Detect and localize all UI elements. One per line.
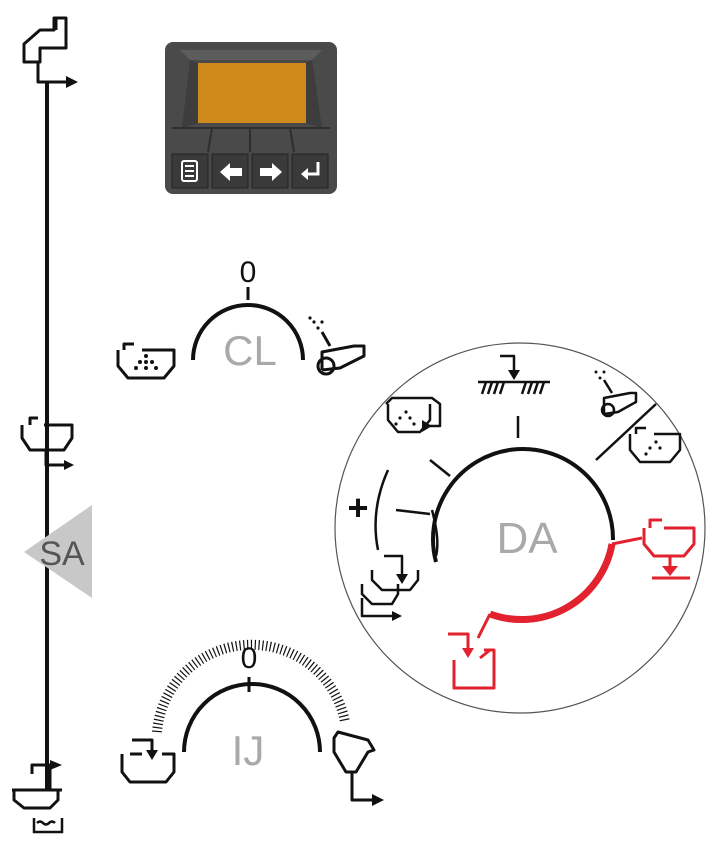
washer-spray-dots-icon [308,316,324,330]
boom-sprayer-icon [478,354,550,395]
middle-tank-icon [20,416,74,467]
da-red-connector-right [611,536,643,546]
da-outer-circle [334,342,706,714]
terminal-screen [198,63,306,123]
da-stacked-tanks-icon [360,554,420,618]
ij-outlet-tank-icon [332,730,376,802]
da-left-spray-dots-icon [394,410,416,426]
ij-label: IJ [232,727,265,774]
da-tank-nozzle-right-icon [628,426,682,464]
da-washer-spray-dots-icon [594,370,606,380]
ij-zero-label: 0 [241,642,258,675]
ij-outlet-arrow-icon [372,794,384,806]
ij-arc [182,682,322,753]
spoke-tank-nozzle [429,459,451,477]
da-red-arc[interactable] [488,543,616,624]
sa-label: SA [39,535,85,573]
terminal-left-button[interactable] [211,153,249,189]
arrow-left-icon [220,163,242,181]
middle-arrow-icon [64,460,74,470]
cl-zero-label: 0 [240,256,257,289]
pressure-washer-icon [316,331,366,376]
plus-bracket [374,469,439,557]
ij-scale-arc [152,639,350,733]
cl-arc [191,303,305,361]
da-red-connector-left [476,613,492,639]
terminal-enter-button[interactable] [291,153,329,189]
da-tank-nozzle-left-icon [385,396,442,434]
water-basin-icon [32,818,64,834]
da-pressure-washer-icon [600,379,638,418]
terminal-right-button[interactable] [251,153,289,189]
tank-nozzle-icon [116,342,176,380]
spoke-washer [595,403,657,461]
da-inner-arc [431,446,616,563]
plus-label: + [347,487,368,528]
sa-triangle [24,505,92,598]
drain-outlet-icon [12,763,62,810]
cl-label: CL [223,327,277,374]
drain-arrow-icon [50,760,62,770]
da-label: DA [496,514,558,563]
da-red-filling-tank-icon [448,632,496,690]
top-filling-tank-icon [22,16,68,84]
top-arrow-icon [66,76,78,88]
arrow-right-icon [260,163,282,181]
da-right-spray-dots-icon [644,440,662,456]
da-red-tank-right-icon [642,518,696,580]
menu-icon [181,160,198,182]
ij-filling-tank-icon [120,738,176,784]
spoke-plus [395,508,431,516]
terminal-menu-button[interactable] [171,153,209,189]
enter-icon [301,162,320,180]
da-stacked-arrow-icon [392,611,402,621]
nozzle-spray-dots-icon [134,354,158,370]
